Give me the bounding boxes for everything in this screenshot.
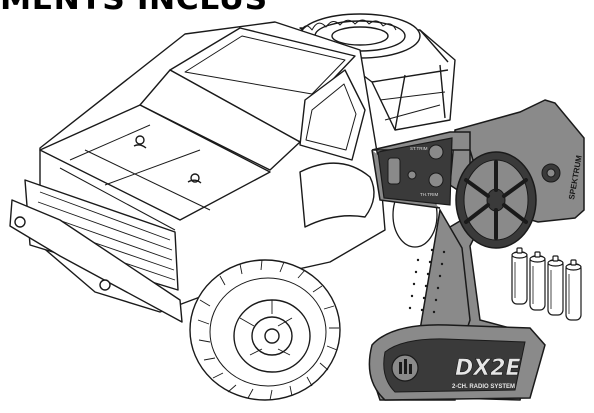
model-logo: DX2E xyxy=(455,356,521,381)
bumper-light-right xyxy=(99,279,111,291)
steering-wheel[interactable] xyxy=(455,151,537,249)
steering-rate-knob[interactable] xyxy=(541,163,561,183)
battery-3 xyxy=(547,255,564,316)
battery-1 xyxy=(511,247,528,305)
indicator-light xyxy=(407,170,417,180)
power-switch[interactable] xyxy=(387,157,401,185)
aa-batteries xyxy=(511,247,582,321)
transmitter: DX2E 2-CH. RADIO SYSTEM ST.TRIM TH.TRIM xyxy=(368,99,585,401)
bumper-light-left xyxy=(14,216,26,228)
front-bumper xyxy=(9,199,183,323)
hood-pin-left xyxy=(133,135,147,149)
steering-trim-knob[interactable] xyxy=(428,144,444,160)
hood-pin-right xyxy=(187,173,202,184)
battery-2 xyxy=(529,251,546,311)
page-title: MENTS INCLUS xyxy=(0,0,268,16)
front-tire xyxy=(189,259,341,401)
side-window xyxy=(299,69,366,161)
throttle-trim-label: TH.TRIM xyxy=(420,192,438,197)
battery-meter-icon xyxy=(391,354,419,382)
battery-4 xyxy=(565,259,582,321)
throttle-trim-knob[interactable] xyxy=(428,172,444,188)
truck-hood xyxy=(39,104,271,221)
steering-trim-label: ST.TRIM xyxy=(410,146,428,151)
model-subtitle: 2-CH. RADIO SYSTEM xyxy=(452,384,515,390)
grip-texture xyxy=(408,248,446,314)
rc-truck-illustration xyxy=(9,13,456,323)
